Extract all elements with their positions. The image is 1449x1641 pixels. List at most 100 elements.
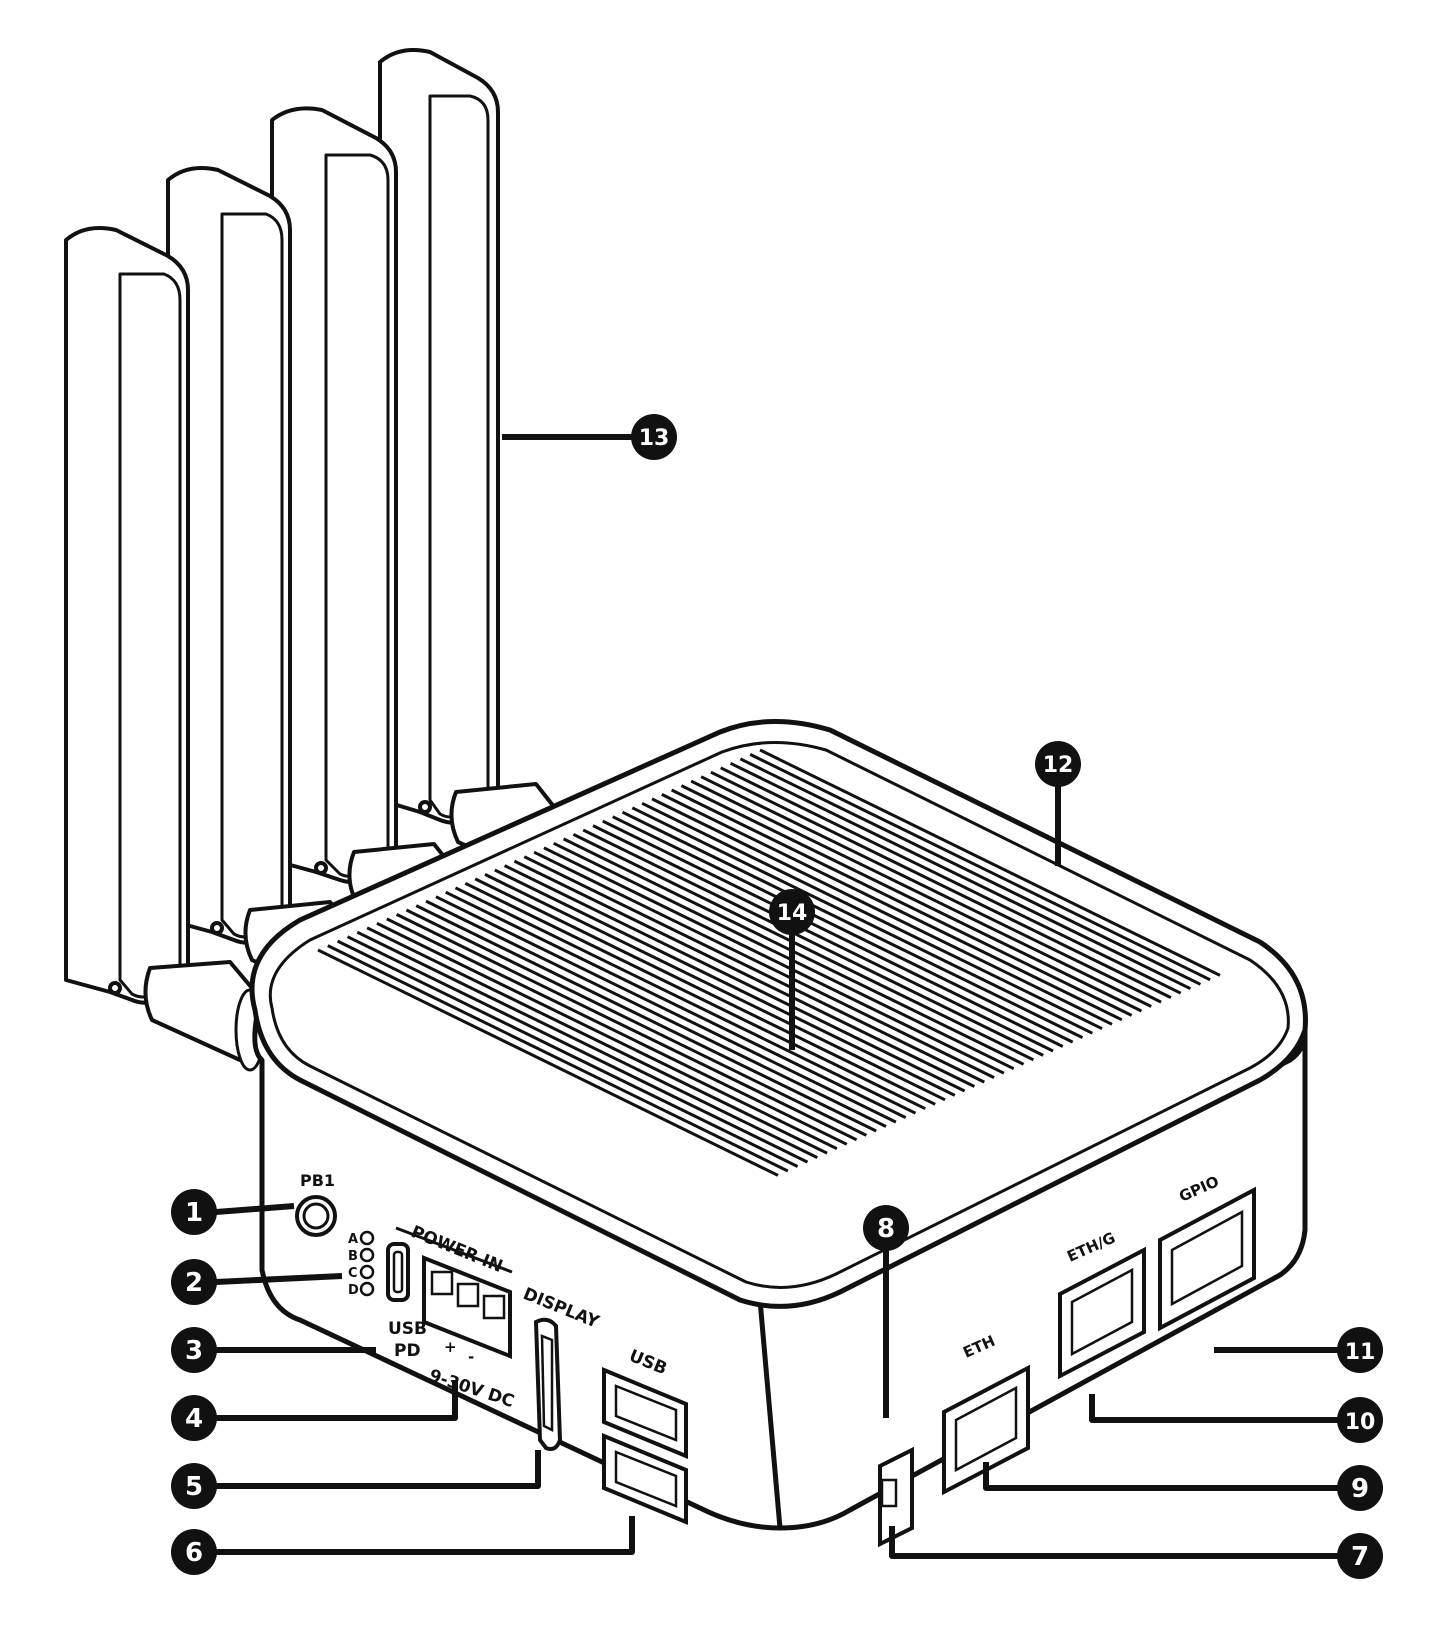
small-rj-port (878, 1446, 914, 1548)
heatsink-fin (523, 855, 985, 1084)
heatsink-fin (533, 850, 995, 1079)
minus-label: - (468, 1348, 474, 1366)
callout-14: 14 (769, 889, 815, 935)
heatsink-fin (700, 775, 1162, 1004)
svg-text:11: 11 (1345, 1340, 1376, 1365)
svg-text:8: 8 (877, 1214, 895, 1244)
callout-2: 2 (171, 1259, 217, 1305)
callout-5: 5 (171, 1463, 217, 1509)
svg-text:10: 10 (1345, 1410, 1376, 1435)
svg-text:9: 9 (1351, 1474, 1369, 1504)
heatsink-fin (415, 904, 877, 1133)
heatsink-fin (425, 899, 887, 1128)
heatsink-fin (405, 908, 868, 1137)
usb-pd-label-1: USB (388, 1319, 427, 1339)
heatsink-fin (464, 881, 926, 1111)
svg-text:13: 13 (639, 426, 670, 451)
gpio-port (1158, 1186, 1256, 1332)
led-b-label: B (348, 1249, 358, 1264)
led-a-label: A (348, 1232, 358, 1247)
heatsink-fin (543, 846, 1005, 1075)
svg-text:14: 14 (777, 901, 808, 926)
usb-pd-label-2: PD (394, 1341, 421, 1361)
heatsink-fin (602, 819, 1064, 1048)
eth-port (942, 1364, 1030, 1496)
callouts: 1 2 3 4 5 6 7 8 9 10 11 12 13 14 (171, 414, 1383, 1579)
heatsink-fin (474, 877, 936, 1106)
svg-text:7: 7 (1351, 1542, 1369, 1572)
heatsink-fin (592, 824, 1054, 1053)
power-in-connector (422, 1255, 512, 1359)
heatsink-fin (513, 859, 976, 1088)
heatsink-fin (759, 748, 1221, 977)
heatsink-fin (651, 797, 1113, 1026)
heatsink-fin (621, 810, 1084, 1039)
heatsink-fin (749, 753, 1211, 982)
antenna-1 (64, 226, 190, 1005)
heatsink-fin (690, 779, 1152, 1008)
eth-g-port (1058, 1246, 1146, 1380)
heatsink-fin (395, 913, 858, 1142)
heatsink-fin (612, 815, 1074, 1044)
heatsink-fin (376, 921, 838, 1151)
svg-text:2: 2 (185, 1268, 203, 1298)
heatsink-fin (503, 864, 966, 1093)
svg-text:12: 12 (1043, 753, 1074, 778)
heatsink-fin (710, 770, 1172, 999)
heatsink-fin (386, 917, 848, 1146)
callout-6: 6 (171, 1529, 217, 1575)
callout-7: 7 (1337, 1533, 1383, 1579)
led-c-label: C (348, 1266, 358, 1281)
svg-text:5: 5 (185, 1472, 203, 1502)
callout-1: 1 (171, 1189, 217, 1235)
front-right-wall (757, 1027, 1308, 1531)
pb1-label: PB1 (300, 1171, 335, 1190)
heatsink-fin (336, 939, 799, 1168)
heatsink-fin (435, 895, 897, 1124)
callout-12: 12 (1035, 741, 1081, 787)
led-d-label: D (348, 1283, 359, 1298)
heatsink-fin (661, 793, 1123, 1022)
heatsink-fin (366, 926, 828, 1155)
heatsink-fins (317, 748, 1221, 1177)
heatsink-fin (484, 873, 946, 1102)
callout-9: 9 (1337, 1465, 1383, 1511)
callout-10: 10 (1337, 1397, 1383, 1443)
heatsink-fin (680, 784, 1143, 1013)
heatsink-fin (454, 886, 917, 1115)
svg-text:3: 3 (185, 1336, 203, 1366)
svg-text:6: 6 (185, 1538, 203, 1568)
heatsink-fin (346, 935, 809, 1164)
svg-text:1: 1 (185, 1198, 203, 1228)
status-leds (359, 1230, 375, 1297)
callout-11: 11 (1337, 1327, 1383, 1373)
heatsink-fin (631, 806, 1093, 1035)
heatsink-fin (572, 833, 1035, 1062)
device-body (249, 718, 1308, 1531)
top-lid-inner (268, 740, 1290, 1289)
heatsink-fin (317, 948, 779, 1177)
antenna-2 (166, 166, 292, 945)
heatsink-fin (494, 868, 956, 1097)
plus-label: + (444, 1338, 457, 1356)
heatsink-fin (582, 828, 1044, 1057)
heatsink-fin (641, 801, 1103, 1031)
svg-text:4: 4 (185, 1404, 203, 1434)
front-left-wall (252, 1007, 823, 1531)
usb-ports (602, 1367, 688, 1525)
callout-3: 3 (171, 1327, 217, 1373)
heatsink-fin (445, 890, 907, 1119)
callout-13: 13 (631, 414, 677, 460)
heatsink-fin (670, 788, 1133, 1017)
leader-lines (215, 434, 1338, 1559)
ports (295, 1186, 1256, 1548)
heatsink-fin (327, 944, 789, 1173)
heatsink-fin (553, 841, 1015, 1071)
callout-4: 4 (171, 1395, 217, 1441)
heatsink-fin (356, 930, 818, 1159)
power-in-underline (395, 1226, 513, 1274)
heatsink-fin (720, 766, 1182, 995)
callout-8: 8 (863, 1205, 909, 1251)
heatsink-fin (739, 757, 1202, 986)
